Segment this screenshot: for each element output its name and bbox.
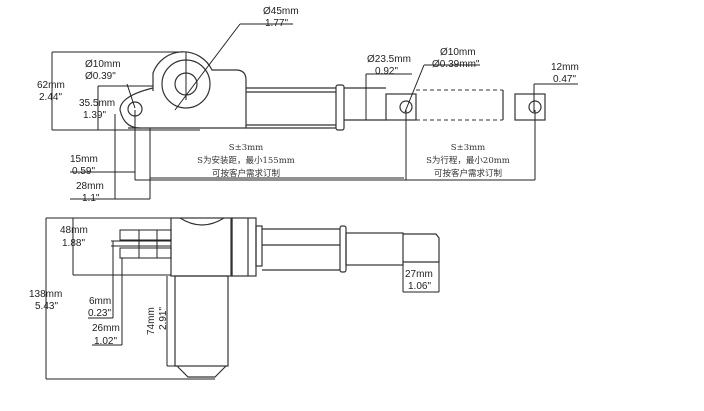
height-mm: 62mm bbox=[37, 80, 65, 91]
dia-leader bbox=[174, 23, 241, 111]
side-view: 48mm 1.88" 138mm 5.43" 6mm 0.23" 26mm 1.… bbox=[29, 217, 440, 380]
height-in: 2.44" bbox=[39, 92, 62, 103]
motor-housing bbox=[128, 51, 247, 129]
motor-len-in: 2.91" bbox=[158, 307, 169, 330]
gearbox-block bbox=[170, 217, 233, 277]
stroke-note-1: S±3mm bbox=[451, 143, 485, 153]
rod-end-front bbox=[385, 93, 417, 121]
motor-dia-mm: Ø45mm bbox=[263, 6, 299, 17]
front-hole-in: Ø0.39mm" bbox=[432, 59, 480, 70]
front-hole-mm: Ø10mm bbox=[440, 47, 476, 58]
rod-in: 1.06" bbox=[408, 281, 431, 292]
clevis-mm: 35.5mm bbox=[79, 98, 115, 109]
rod-end-extended bbox=[514, 93, 546, 121]
b-mm: 26mm bbox=[92, 323, 120, 334]
b-in: 1.02" bbox=[94, 336, 117, 347]
install-note-3: 可按客户需求订制 bbox=[212, 168, 280, 179]
offset1-mm: 15mm bbox=[70, 154, 98, 165]
clevis-in: 1.39" bbox=[83, 110, 106, 121]
total-in: 5.43" bbox=[35, 301, 58, 312]
tube-collar bbox=[335, 84, 345, 131]
install-note-2: S为安装距，最小155mm bbox=[197, 155, 295, 166]
motor-len-mm: 74mm bbox=[146, 307, 157, 335]
a-in: 0.23" bbox=[88, 308, 111, 319]
stroke-note-2: S为行程，最小20mm bbox=[426, 155, 510, 166]
offset2-in: 1.1" bbox=[82, 193, 100, 204]
rod-tip bbox=[403, 233, 440, 263]
tube-dia-mm: Ø23.5mm bbox=[367, 54, 411, 65]
tube-dia-in: 0.92" bbox=[375, 66, 398, 77]
top-view: Ø45mm 1.77" Ø10mm Ø0.39" 62mm 2.44" 35.5… bbox=[37, 6, 579, 204]
a-mm: 6mm bbox=[89, 296, 111, 307]
install-note-1: S±3mm bbox=[229, 143, 263, 153]
stroke-note-3: 可按客户需求订制 bbox=[434, 168, 502, 179]
rear-hole-mm: Ø10mm bbox=[85, 59, 121, 70]
width-mm: 48mm bbox=[60, 225, 88, 236]
motor-dia-in: 1.77" bbox=[265, 18, 288, 29]
rod-mm: 27mm bbox=[405, 269, 433, 280]
rear-clevis bbox=[119, 87, 154, 129]
offset2-mm: 28mm bbox=[76, 181, 104, 192]
motor-body bbox=[174, 275, 229, 367]
total-mm: 138mm bbox=[29, 289, 62, 300]
end-mm: 12mm bbox=[551, 62, 579, 73]
offset1-in: 0.59" bbox=[72, 166, 95, 177]
rear-hole-in: Ø0.39" bbox=[85, 71, 116, 82]
width-in: 1.88" bbox=[62, 238, 85, 249]
end-in: 0.47" bbox=[553, 74, 576, 85]
